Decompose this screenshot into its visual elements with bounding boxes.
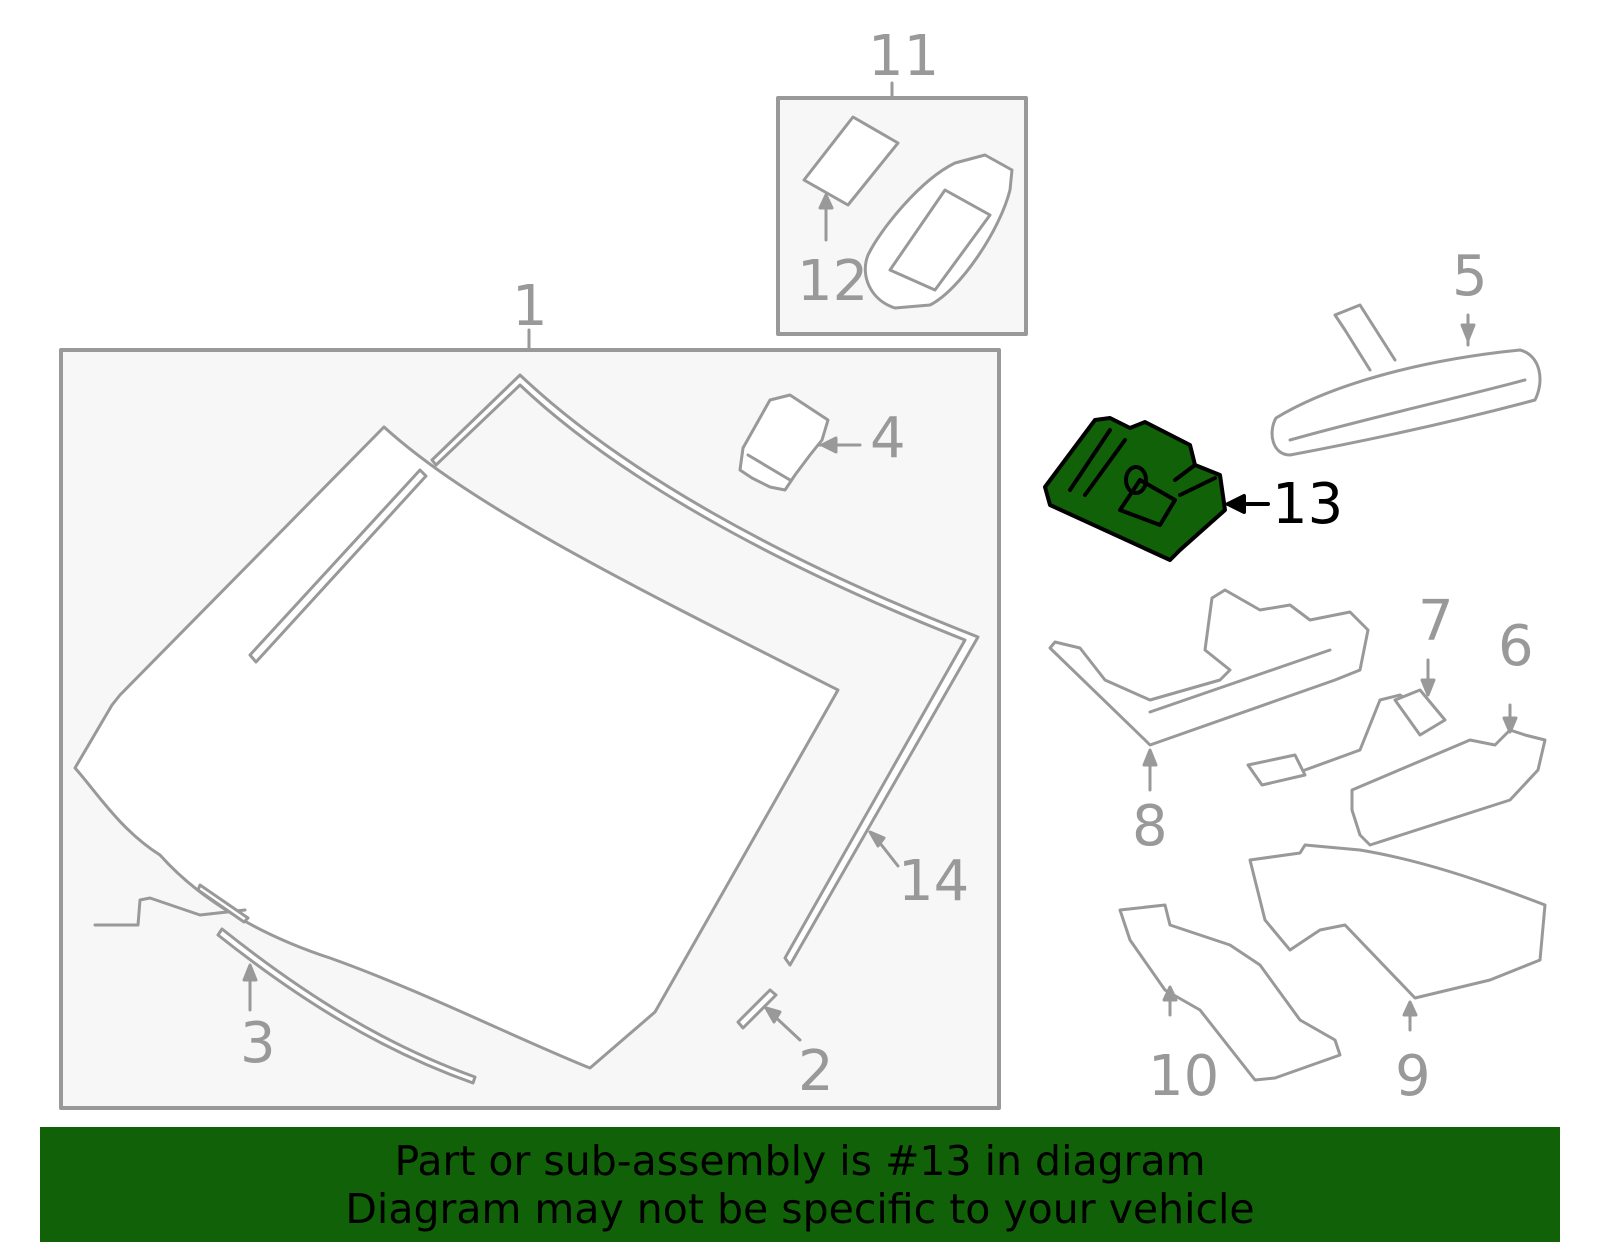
windshield-glass-part-1[interactable]	[73, 425, 840, 1070]
upper-molding-part-14[interactable]	[430, 373, 980, 967]
callout-14: 14	[898, 849, 969, 914]
callout-6: 6	[1498, 614, 1534, 679]
callout-9: 9	[1395, 1044, 1431, 1109]
callout-7: 7	[1418, 589, 1454, 654]
callout-10: 10	[1148, 1044, 1219, 1109]
part-info-banner: Part or sub-assembly is #13 in diagram D…	[40, 1127, 1560, 1242]
module-part-13[interactable]	[1043, 416, 1270, 562]
trim-part-6[interactable]	[1350, 703, 1547, 847]
callout-11: 11	[868, 24, 939, 89]
callout-13: 13	[1272, 472, 1343, 537]
callout-1: 1	[512, 274, 548, 339]
lower-molding-part-3[interactable]	[93, 883, 477, 1085]
overhead-console-part-11[interactable]	[863, 153, 1014, 310]
side-strip	[248, 468, 428, 664]
banner-line-2: Diagram may not be specific to your vehi…	[345, 1184, 1255, 1233]
callout-2: 2	[798, 1039, 834, 1104]
bracket-part-8[interactable]	[1048, 588, 1370, 792]
rearview-mirror-part-5[interactable]	[1270, 303, 1542, 457]
lens-cover-part-12[interactable]	[802, 115, 900, 242]
callout-12: 12	[797, 249, 868, 314]
callout-8: 8	[1132, 794, 1168, 859]
callout-4: 4	[870, 406, 906, 471]
lower-duct-part-10[interactable]	[1118, 903, 1342, 1082]
banner-line-1: Part or sub-assembly is #13 in diagram	[394, 1136, 1206, 1185]
clip-part-2[interactable]	[736, 988, 802, 1042]
callout-3: 3	[240, 1011, 276, 1076]
harness-part-7[interactable]	[1246, 658, 1447, 787]
lower-panel-part-9[interactable]	[1248, 843, 1547, 1032]
bracket-part-4[interactable]	[738, 393, 862, 492]
callout-5: 5	[1452, 244, 1488, 309]
callout-labels: 1 2 3 4 5 6 7 8 9 10 11 12 13 14	[240, 24, 1534, 1109]
arrow-14	[868, 830, 900, 868]
